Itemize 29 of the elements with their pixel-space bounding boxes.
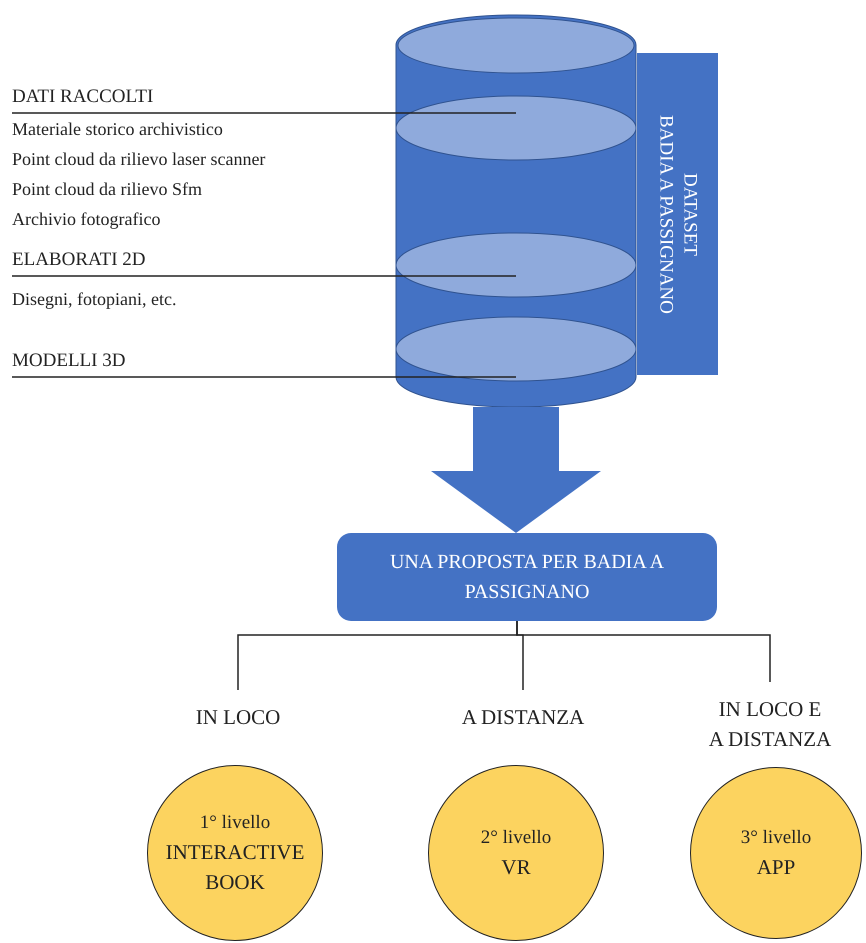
leader-line — [12, 275, 516, 277]
panel-title: DATASET BADIA A PASSIGNANO — [654, 114, 702, 314]
database-cylinder — [395, 15, 637, 407]
leader-line — [12, 376, 516, 378]
connector-line — [516, 621, 771, 682]
side-panel — [637, 53, 718, 375]
level-title: VR — [501, 854, 531, 881]
list-item: Point cloud da rilievo laser scanner — [12, 148, 266, 171]
level-title: INTERACTIVE BOOK — [164, 839, 306, 896]
category-heading: ELABORATI 2D — [12, 247, 272, 273]
branch-label: IN LOCO — [163, 690, 313, 734]
list-item: Archivio fotografico — [12, 208, 160, 231]
list-item: Materiale storico archivistico — [12, 118, 223, 141]
category-heading: MODELLI 3D — [12, 348, 272, 374]
disc-layer — [395, 95, 637, 161]
block-arrow — [431, 407, 601, 533]
list-item: Disegni, fotopiani, etc. — [12, 288, 176, 311]
level-number: 2° livello — [480, 826, 552, 850]
category-heading: DATI RACCOLTI — [12, 84, 272, 110]
level-title: APP — [756, 854, 796, 881]
disc-layer — [395, 316, 637, 382]
level-number: 1° livello — [200, 811, 270, 835]
level-number: 3° livello — [740, 826, 812, 850]
cylinder-top — [397, 17, 635, 74]
disc-layer — [395, 232, 637, 298]
branch-label: A DISTANZA — [428, 690, 618, 734]
list-item: Point cloud da rilievo Sfm — [12, 178, 202, 201]
branch-label: IN LOCO E A DISTANZA — [690, 682, 850, 754]
proposal-box: UNA PROPOSTA PER BADIA A PASSIGNANO — [337, 533, 717, 621]
